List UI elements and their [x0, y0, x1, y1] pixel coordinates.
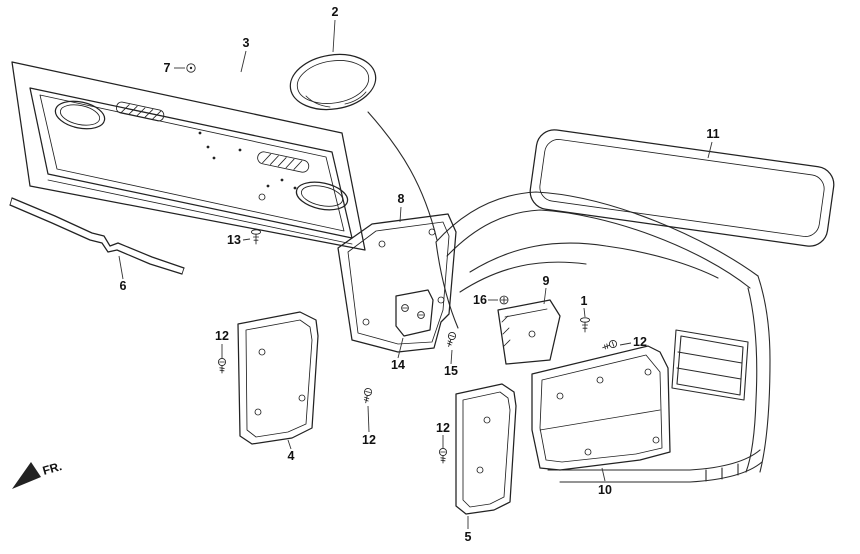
- part-label-2: 2: [332, 5, 339, 19]
- screw-16: [499, 295, 509, 305]
- car-body-outline: [367, 111, 771, 483]
- corner-lining: [497, 299, 561, 365]
- fastener-7: [186, 63, 196, 73]
- part-label-5: 5: [465, 530, 472, 544]
- part-label-12d: 12: [633, 335, 647, 349]
- fr-label: FR.: [41, 459, 63, 478]
- speaker-grille: [289, 53, 377, 111]
- fr-arrow-icon: [12, 462, 41, 489]
- screw-12d: [601, 338, 619, 352]
- clip-1: [579, 317, 591, 333]
- part-label-9: 9: [543, 274, 550, 288]
- part-label-12b: 12: [362, 433, 376, 447]
- tray-slot-1: [115, 101, 165, 122]
- part-label-12a: 12: [215, 329, 229, 343]
- side-lining-upper: [337, 213, 457, 353]
- side-lining-left: [237, 311, 319, 445]
- screw-12c: [438, 447, 448, 464]
- trim-strip: [9, 197, 185, 275]
- part-label-16: 16: [473, 293, 487, 307]
- part-label-1: 1: [581, 294, 588, 308]
- clip-13: [250, 229, 262, 245]
- trunk-seal: [529, 129, 835, 247]
- part-label-12c: 12: [436, 421, 450, 435]
- part-label-13: 13: [227, 233, 241, 247]
- screw-12a: [217, 357, 227, 374]
- part-label-3: 3: [243, 36, 250, 50]
- part-label-15: 15: [444, 364, 458, 378]
- part-label-8: 8: [398, 192, 405, 206]
- leader-lines: [118, 19, 713, 529]
- fr-direction-marker: FR.: [12, 459, 63, 489]
- tray-slot-2: [257, 151, 310, 173]
- screw-12b: [361, 387, 373, 404]
- part-label-11: 11: [706, 127, 719, 141]
- part-label-10: 10: [598, 483, 612, 497]
- side-lining-lower: [455, 383, 517, 515]
- side-lining-right: [531, 345, 671, 471]
- mounting-bracket: [395, 289, 434, 337]
- part-label-14: 14: [391, 358, 405, 372]
- screw-15: [444, 331, 457, 348]
- part-label-4: 4: [288, 449, 295, 463]
- rear-tray-panel: [11, 61, 366, 251]
- part-label-7: 7: [164, 61, 171, 75]
- part-label-6: 6: [120, 279, 127, 293]
